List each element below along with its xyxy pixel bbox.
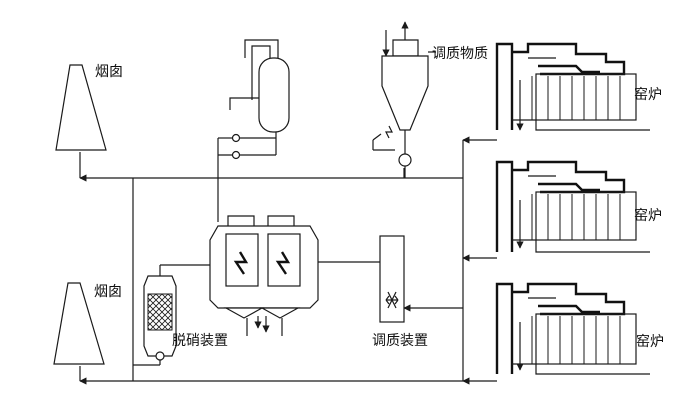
conditioning-hopper — [381, 21, 436, 178]
chimney-bottom-label: 烟囱 — [94, 284, 122, 300]
denitration-unit — [143, 275, 177, 361]
conditioning-device — [379, 235, 405, 323]
kiln-2 — [495, 160, 650, 253]
chimney-top — [55, 64, 107, 151]
kiln-2-label: 窑炉 — [634, 207, 662, 224]
precipitator — [209, 215, 319, 333]
kiln-1 — [495, 42, 650, 131]
chimney-top-label: 烟囱 — [95, 64, 123, 80]
conditioning-material-label: 调质物质 — [432, 46, 488, 62]
kiln-3-label: 窑炉 — [636, 333, 664, 350]
denitration-label: 脱硝装置 — [172, 333, 228, 349]
chimney-bottom — [53, 282, 105, 365]
storage-tank — [217, 39, 290, 222]
kiln-1-label: 窑炉 — [634, 86, 662, 103]
conditioning-device-label: 调质装置 — [372, 333, 428, 349]
kiln-3 — [495, 282, 650, 375]
pipe-network — [79, 133, 497, 385]
